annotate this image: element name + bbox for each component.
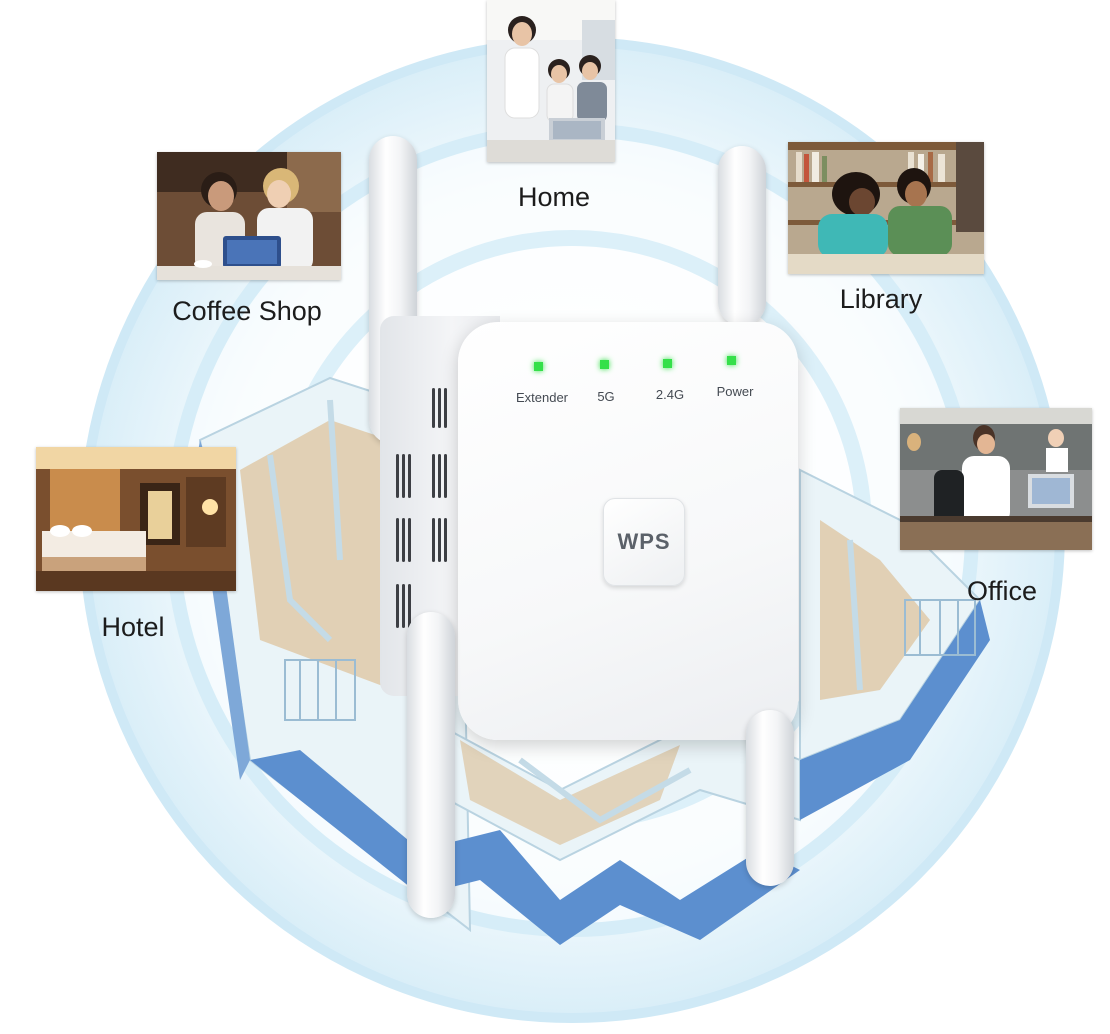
side-vent [444, 518, 447, 562]
2-4g-led [663, 359, 672, 368]
hotel-label: Hotel [101, 612, 165, 642]
library-photo [788, 142, 984, 274]
extender-led [534, 362, 543, 371]
5g-indicator-label: 5G [597, 389, 615, 404]
side-vent [396, 584, 399, 628]
side-vent [402, 454, 405, 498]
hotel-photo [36, 447, 236, 591]
2-4g-indicator-label: 2.4G [655, 387, 685, 402]
side-vent [432, 388, 435, 428]
side-vent [444, 388, 447, 428]
coffee-shop-photo [157, 152, 341, 280]
side-vent [408, 518, 411, 562]
5g-led [600, 360, 609, 369]
side-vent [396, 454, 399, 498]
home-photo [487, 0, 615, 162]
office-label: Office [966, 576, 1038, 606]
side-vent [432, 518, 435, 562]
extender-indicator-label: Extender [515, 390, 569, 405]
antenna-top-right [718, 146, 766, 326]
side-vent [444, 454, 447, 498]
side-vent [408, 454, 411, 498]
coffee-shop-label: Coffee Shop [172, 296, 322, 326]
side-vent [402, 518, 405, 562]
power-indicator-label: Power [716, 384, 754, 399]
side-vent [432, 454, 435, 498]
antenna-bottom-left [407, 612, 455, 918]
power-led [727, 356, 736, 365]
side-vent [396, 518, 399, 562]
side-vent [408, 584, 411, 628]
home-label: Home [517, 182, 591, 212]
side-vent [438, 388, 441, 428]
library-label: Library [839, 284, 923, 314]
side-vent [438, 454, 441, 498]
antenna-bottom-right [746, 710, 794, 886]
office-photo [900, 408, 1092, 550]
side-vent [438, 518, 441, 562]
wps-button[interactable]: WPS [603, 498, 685, 586]
side-vent [402, 584, 405, 628]
